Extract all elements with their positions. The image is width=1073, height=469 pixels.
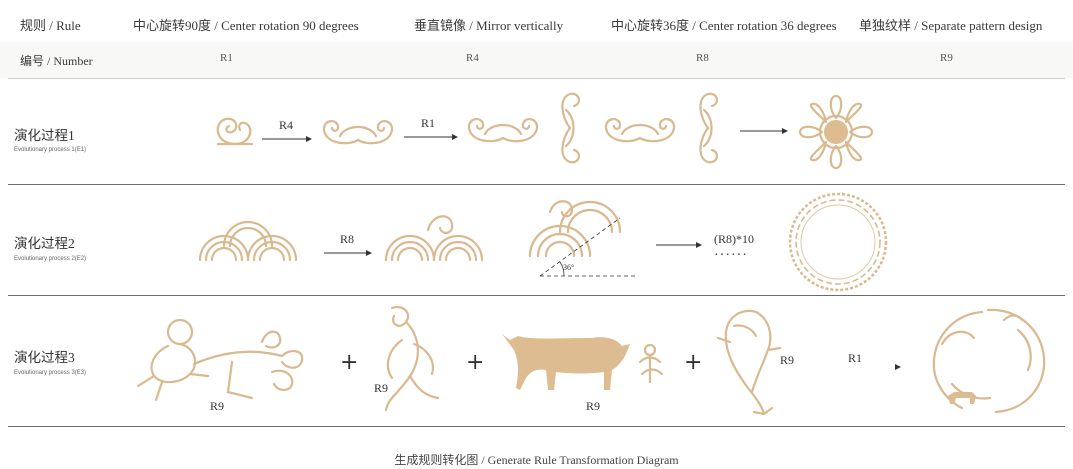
header-rotation-36: 中心旋转36度 / Center rotation 36 degrees: [611, 15, 837, 34]
arrow-right-icon: [324, 248, 374, 258]
angle-label: 36°: [563, 263, 574, 272]
arrow-right-icon: [656, 240, 704, 250]
arrow-right-icon: [740, 126, 790, 136]
row3-subtitle: Evolutionary process 3(E3): [14, 370, 86, 376]
number-r8: R8: [696, 52, 709, 64]
wave-cloud-icon: [196, 216, 300, 264]
r9-label-koi: R9: [780, 353, 794, 368]
header-separate-pattern: 单独纹样 / Separate pattern design: [859, 15, 1042, 34]
number-band: [0, 42, 1073, 78]
vertical-scroll-icon: [688, 88, 728, 168]
number-r4: R4: [466, 52, 479, 64]
divider-row1: [8, 184, 1065, 185]
diagram-caption: 生成规则转化图 / Generate Rule Transformation D…: [0, 451, 1073, 468]
row2-title: 演化过程2: [14, 232, 75, 252]
plus-sign: +: [340, 350, 358, 375]
row2-subtitle: Evolutionary process 2(E2): [14, 256, 86, 262]
phoenix-bird-icon: [366, 300, 442, 416]
ox-and-flower-icon: [500, 326, 672, 396]
plus-sign: +: [684, 350, 702, 375]
divider-row2: [8, 295, 1065, 296]
mirrored-scroll-icon: [318, 110, 398, 150]
rosette-medallion-icon: [796, 92, 876, 172]
header-rotation-90: 中心旋转90度 / Center rotation 90 degrees: [133, 15, 359, 34]
arrow-head-icon: [894, 363, 902, 371]
mirrored-scroll-icon: [463, 108, 543, 148]
wave-cloud-icon: [382, 210, 486, 264]
child-lotus-icon: [132, 312, 322, 408]
repeat-label: (R8)*10: [714, 232, 754, 247]
divider-top: [8, 78, 1065, 79]
rotation-construction-icon: [520, 196, 640, 280]
row1-arrow1-label: R4: [279, 118, 293, 133]
divider-row3: [8, 426, 1065, 427]
koi-fish-icon: [712, 302, 784, 418]
vertical-scroll-icon: [550, 88, 590, 168]
ring-border-icon: [786, 190, 890, 294]
number-r9: R9: [940, 52, 953, 64]
r9-label-phoenix: R9: [374, 381, 388, 396]
r1-label: R1: [848, 351, 862, 366]
scroll-ornament-icon: [210, 110, 260, 150]
number-label: 编号 / Number: [20, 52, 93, 69]
header-mirror: 垂直镜像 / Mirror vertically: [414, 15, 563, 34]
row2-arrow1-label: R8: [340, 232, 354, 247]
row3-title: 演化过程3: [14, 346, 75, 366]
composite-ring-icon: [922, 300, 1054, 420]
arrow-right-icon: [404, 132, 460, 142]
row1-subtitle: Evolutionary process 1(E1): [14, 147, 86, 153]
r9-label-child: R9: [210, 399, 224, 414]
number-r1: R1: [220, 52, 233, 64]
ellipsis-dots: ······: [714, 248, 748, 264]
header-rule: 规则 / Rule: [20, 15, 81, 34]
row1-title: 演化过程1: [14, 124, 75, 144]
arrow-right-icon: [262, 134, 314, 144]
plus-sign: +: [466, 350, 484, 375]
row1-arrow2-label: R1: [421, 116, 435, 131]
mirrored-scroll-icon: [600, 108, 680, 148]
r9-label-ox: R9: [586, 399, 600, 414]
